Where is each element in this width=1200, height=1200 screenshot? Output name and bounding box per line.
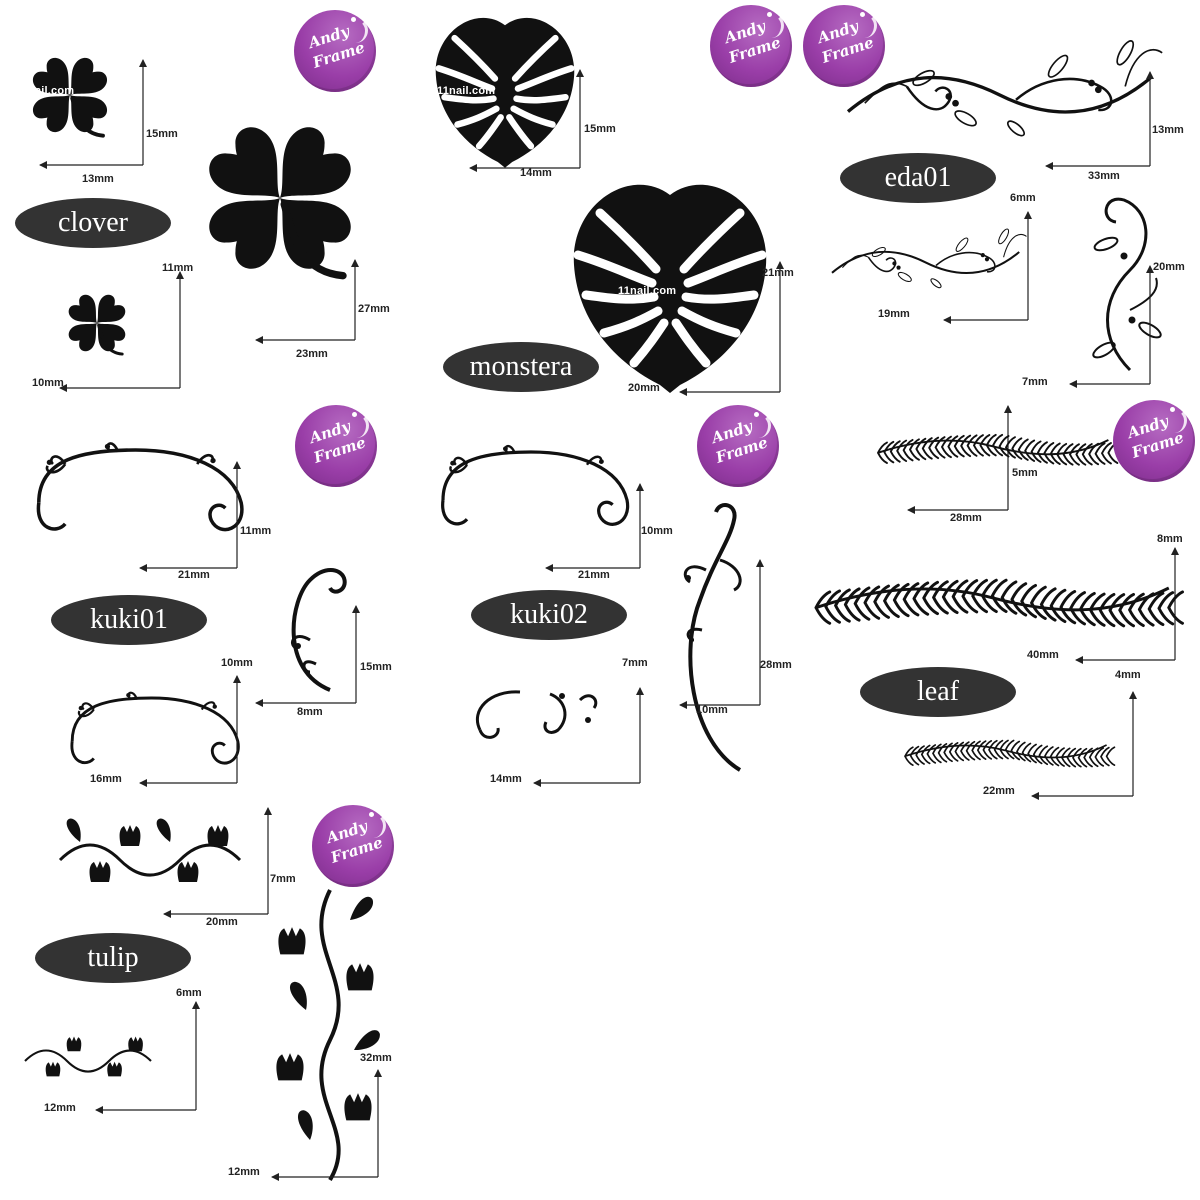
dimension-label: 11mm (162, 262, 194, 274)
dimension-label: 21mm (178, 569, 210, 581)
dimension-label: 28mm (950, 512, 982, 524)
fern-leaflets (814, 578, 1184, 628)
dimension-label: 10mm (696, 704, 728, 716)
dimension-label: 21mm (762, 267, 794, 279)
category-tulip: tulip (35, 933, 191, 983)
dimension-label: 27mm (358, 303, 390, 315)
dimension-label: 33mm (1088, 170, 1120, 182)
dimension-label: 7mm (622, 657, 648, 669)
dimension-label: 6mm (1010, 192, 1036, 204)
dimension-label: 20mm (628, 382, 660, 394)
dimension-label: 16mm (90, 773, 122, 785)
dimension-label: 20mm (1153, 261, 1185, 273)
dimension-label: 13mm (1152, 124, 1184, 136)
fern-leaflets (877, 433, 1119, 466)
dimension-label: 5mm (1012, 467, 1038, 479)
dimension-label: 22mm (983, 785, 1015, 797)
watermark: 11nail.com (16, 85, 75, 97)
dimension-label: 11mm (240, 525, 272, 537)
dimension-label: 15mm (146, 128, 178, 140)
category-leaf: leaf (860, 667, 1016, 717)
dimension-label: 20mm (206, 916, 238, 928)
category-monstera: monstera (443, 342, 599, 392)
dimension-label: 8mm (1157, 533, 1183, 545)
dimension-label: 12mm (228, 1166, 260, 1178)
dimension-label: 6mm (176, 987, 202, 999)
dimension-label: 21mm (578, 569, 610, 581)
dimension-label: 15mm (584, 123, 616, 135)
dimension-label: 13mm (82, 173, 114, 185)
dimension-label: 32mm (360, 1052, 392, 1064)
dimension-label: 10mm (221, 657, 253, 669)
dimension-label: 19mm (878, 308, 910, 320)
watermark: 11nail.com (437, 85, 496, 97)
dimension-label: 8mm (297, 706, 323, 718)
category-clover: clover (15, 198, 171, 248)
category-kuki01: kuki01 (51, 595, 207, 645)
category-eda01: eda01 (840, 153, 996, 203)
dimension-label: 28mm (760, 659, 792, 671)
category-kuki02: kuki02 (471, 590, 627, 640)
dimension-label: 10mm (641, 525, 673, 537)
dimension-label: 10mm (32, 377, 64, 389)
dimension-label: 7mm (1022, 376, 1048, 388)
watermark: 11nail.com (618, 285, 677, 297)
dimension-label: 40mm (1027, 649, 1059, 661)
watermark: 11nail.com (225, 86, 284, 98)
dimension-label: 15mm (360, 661, 392, 673)
dimension-label: 4mm (1115, 669, 1141, 681)
fern-leaflets (904, 739, 1116, 768)
dimension-arrows (139, 59, 1179, 1177)
dimension-label: 14mm (520, 167, 552, 179)
dimension-label: 23mm (296, 348, 328, 360)
dimension-label: 7mm (270, 873, 296, 885)
dimension-label: 12mm (44, 1102, 76, 1114)
dimension-label: 14mm (490, 773, 522, 785)
